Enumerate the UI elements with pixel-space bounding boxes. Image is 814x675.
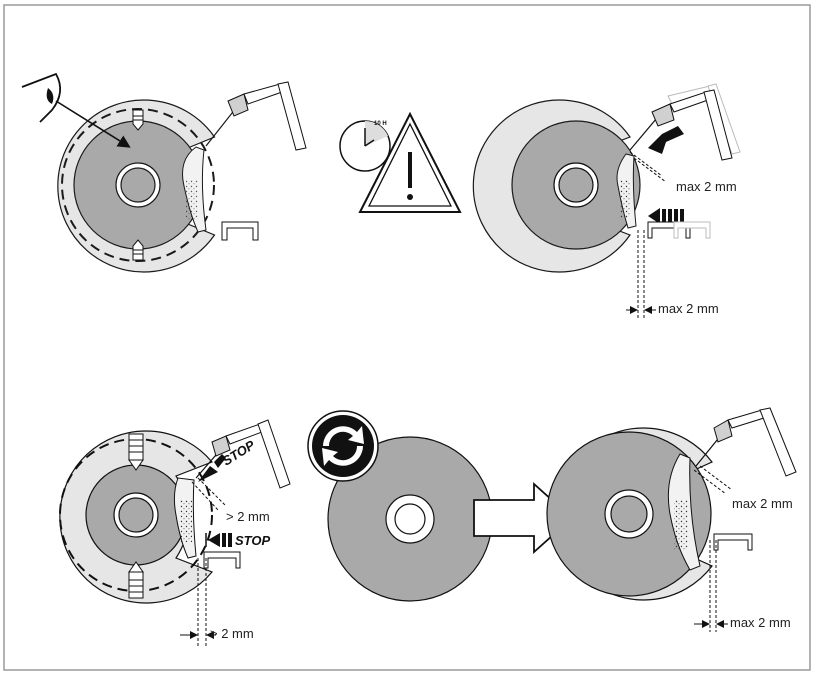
adjust-guard-gap-label: max 2 mm xyxy=(676,179,737,194)
page-border xyxy=(3,4,811,671)
stop-label-bottom: STOP xyxy=(235,533,270,548)
wear-limit-dashed-circle xyxy=(61,108,215,262)
stop-rest-gap-label: > 2 mm xyxy=(210,626,254,641)
warning-icon xyxy=(358,111,462,213)
panel-replaced: max 2 mm max 2 mm xyxy=(546,407,797,632)
stop-guard-gap-label: > 2 mm xyxy=(226,509,270,524)
replace-cycle-icon xyxy=(307,410,379,482)
panel-adjust: max 2 mm max 2 mm xyxy=(472,83,741,318)
replaced-rest-gap-label: max 2 mm xyxy=(730,615,791,630)
replaced-guard-gap-label: max 2 mm xyxy=(732,496,793,511)
spark-guard-arm xyxy=(205,81,307,151)
panel-interval: 10 H xyxy=(339,111,462,213)
adjust-rest-gap-label: max 2 mm xyxy=(658,301,719,316)
panel-stop: STOP > 2 mm STOP > 2 mm xyxy=(59,419,291,646)
eye-icon xyxy=(21,72,62,123)
timer-label: 10 H xyxy=(374,121,387,127)
panel-replace xyxy=(307,410,574,602)
tool-rest xyxy=(221,221,259,241)
clock-icon: 10 H xyxy=(339,120,391,172)
panel-inspect xyxy=(21,72,307,273)
inspect-arrow xyxy=(55,100,131,148)
